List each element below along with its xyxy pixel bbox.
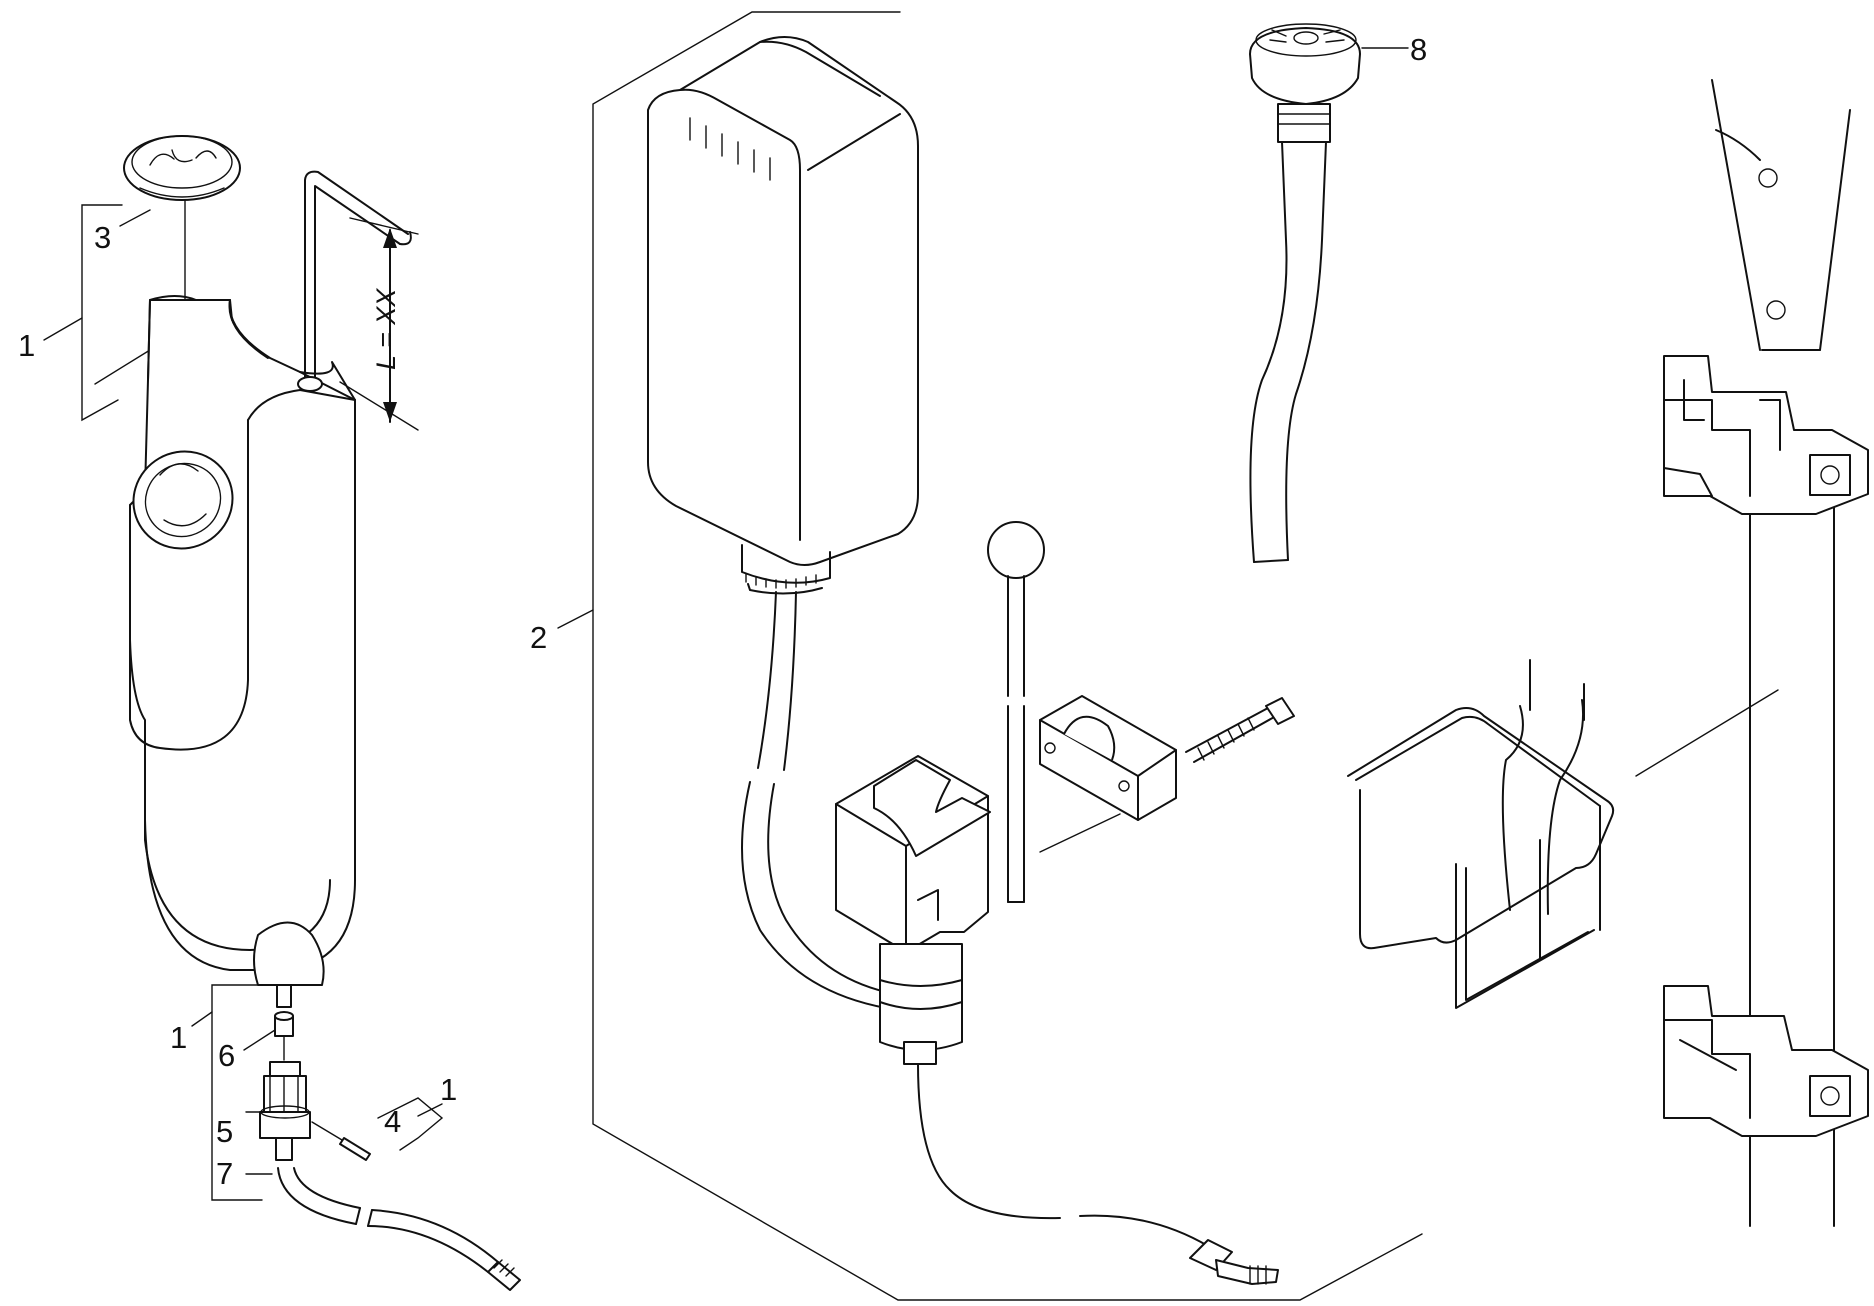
- callout-7: 7: [216, 1156, 233, 1191]
- callout-1-lower: 1: [170, 1020, 187, 1055]
- callout-8: 8: [1410, 32, 1427, 67]
- valve-body-part: [835, 755, 1279, 1285]
- lever-part: [987, 521, 1045, 903]
- callout-4: 4: [384, 1104, 401, 1139]
- holder-assembly: [1347, 79, 1869, 1227]
- reservoir-bottle-part: [647, 36, 919, 595]
- sight-tube-part: [1249, 23, 1409, 563]
- callout-5: 5: [216, 1114, 233, 1149]
- tank-assembly: L = XX: [43, 135, 521, 1291]
- callout-6: 6: [218, 1038, 235, 1073]
- dimension-label: L = XX: [371, 288, 401, 370]
- screw-part: [1185, 697, 1295, 763]
- callout-1-top: 1: [18, 328, 35, 363]
- callout-2: 2: [530, 620, 547, 655]
- fitting-parts: [259, 1011, 521, 1291]
- clamp-part: [1039, 695, 1177, 853]
- reservoir-assembly: [557, 11, 1423, 1301]
- tank-body-part: [129, 295, 356, 1008]
- callout-3: 3: [94, 220, 111, 255]
- filler-cap-part: [123, 135, 241, 201]
- wire-basket-part: [1347, 659, 1615, 1009]
- callout-labels: 1 3 2 8 1 6 5 7 4 1: [18, 32, 1427, 1191]
- dip-pipe-part: [297, 170, 419, 431]
- callout-1-right: 1: [440, 1072, 457, 1107]
